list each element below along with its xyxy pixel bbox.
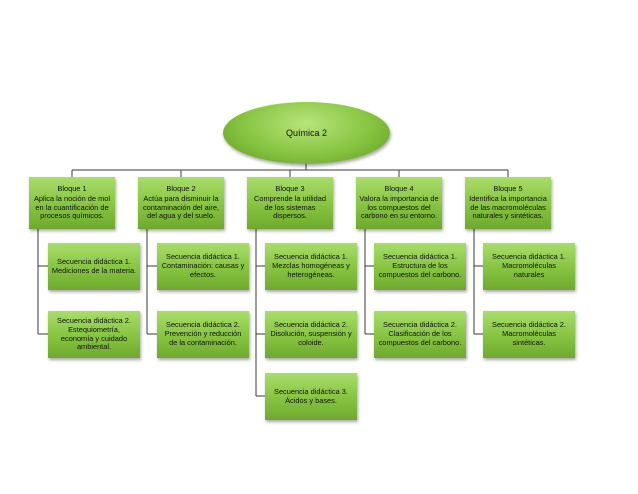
block-1-sequence-1-label: Secuencia didáctica 1. Mediciones de la …: [51, 256, 137, 275]
block-4-sequence-2: Secuencia didáctica 2. Clasificación de …: [374, 311, 466, 358]
block-1-sequence-2-label: Secuencia didáctica 2. Estequiometría, e…: [57, 315, 131, 352]
block-2-sequence-1-label: Secuencia didáctica 1. Contaminación: ca…: [161, 252, 245, 279]
block-1-title: Bloque 1: [57, 183, 87, 193]
block-3-sequence-1-label: Secuencia didáctica 1. Mezclas homogénea…: [272, 252, 350, 279]
block-3-sequence-3-label: Secuencia didáctica 3. Ácidos y bases.: [274, 386, 348, 405]
block-5-sequence-1-label: Secuencia didáctica 1. Macromoléculas na…: [492, 252, 566, 279]
block-2-title: Bloque 2: [166, 183, 196, 193]
block-3-sequence-3: Secuencia didáctica 3. Ácidos y bases.: [265, 373, 357, 420]
block-5-title: Bloque 5: [493, 183, 523, 193]
block-5-description: Identifica la importancia de las macromo…: [469, 193, 547, 221]
block-3-box: Bloque 3 Comprende la utilidad de los si…: [247, 177, 333, 229]
block-5-sequence-1: Secuencia didáctica 1. Macromoléculas na…: [483, 243, 575, 290]
root-label: Química 2: [285, 128, 327, 138]
block-4-sequence-2-label: Secuencia didáctica 2. Clasificación de …: [378, 320, 462, 347]
block-4-sequence-1-label: Secuencia didáctica 1. Estructura de los…: [378, 252, 462, 279]
root-node-quimica-2: Química 2: [223, 102, 390, 164]
block-2-sequence-2-label: Secuencia didáctica 2. Prevención y redu…: [164, 320, 242, 347]
block-3-sequence-2: Secuencia didáctica 2. Disolución, suspe…: [265, 311, 357, 358]
block-2-description: Actúa para disminuir la contaminación de…: [142, 193, 219, 221]
block-1-box: Bloque 1 Aplica la noción de mol en la c…: [29, 177, 115, 229]
block-4-title: Bloque 4: [384, 183, 414, 193]
block-3-sequence-2-label: Secuencia didáctica 2. Disolución, suspe…: [270, 320, 352, 347]
block-1-sequence-2: Secuencia didáctica 2. Estequiometría, e…: [48, 311, 140, 358]
block-1-sequence-1: Secuencia didáctica 1. Mediciones de la …: [48, 243, 140, 290]
block-4-description: Valora la importancia de los compuestos …: [359, 193, 439, 221]
block-3-title: Bloque 3: [275, 183, 305, 193]
block-2-sequence-2: Secuencia didáctica 2. Prevención y redu…: [157, 311, 249, 358]
block-5-sequence-2-label: Secuencia didáctica 2. Macromoléculas si…: [492, 320, 566, 347]
block-2-box: Bloque 2 Actúa para disminuir la contami…: [138, 177, 224, 229]
block-4-box: Bloque 4 Valora la importancia de los co…: [356, 177, 442, 229]
block-5-box: Bloque 5 Identifica la importancia de la…: [465, 177, 551, 229]
block-3-sequence-1: Secuencia didáctica 1. Mezclas homogénea…: [265, 243, 357, 290]
block-4-sequence-1: Secuencia didáctica 1. Estructura de los…: [374, 243, 466, 290]
block-5-sequence-2: Secuencia didáctica 2. Macromoléculas si…: [483, 311, 575, 358]
block-1-description: Aplica la noción de mol en la cuantifica…: [33, 193, 110, 221]
block-2-sequence-1: Secuencia didáctica 1. Contaminación: ca…: [157, 243, 249, 290]
block-3-description: Comprende la utilidad de los sistemas di…: [254, 193, 326, 221]
